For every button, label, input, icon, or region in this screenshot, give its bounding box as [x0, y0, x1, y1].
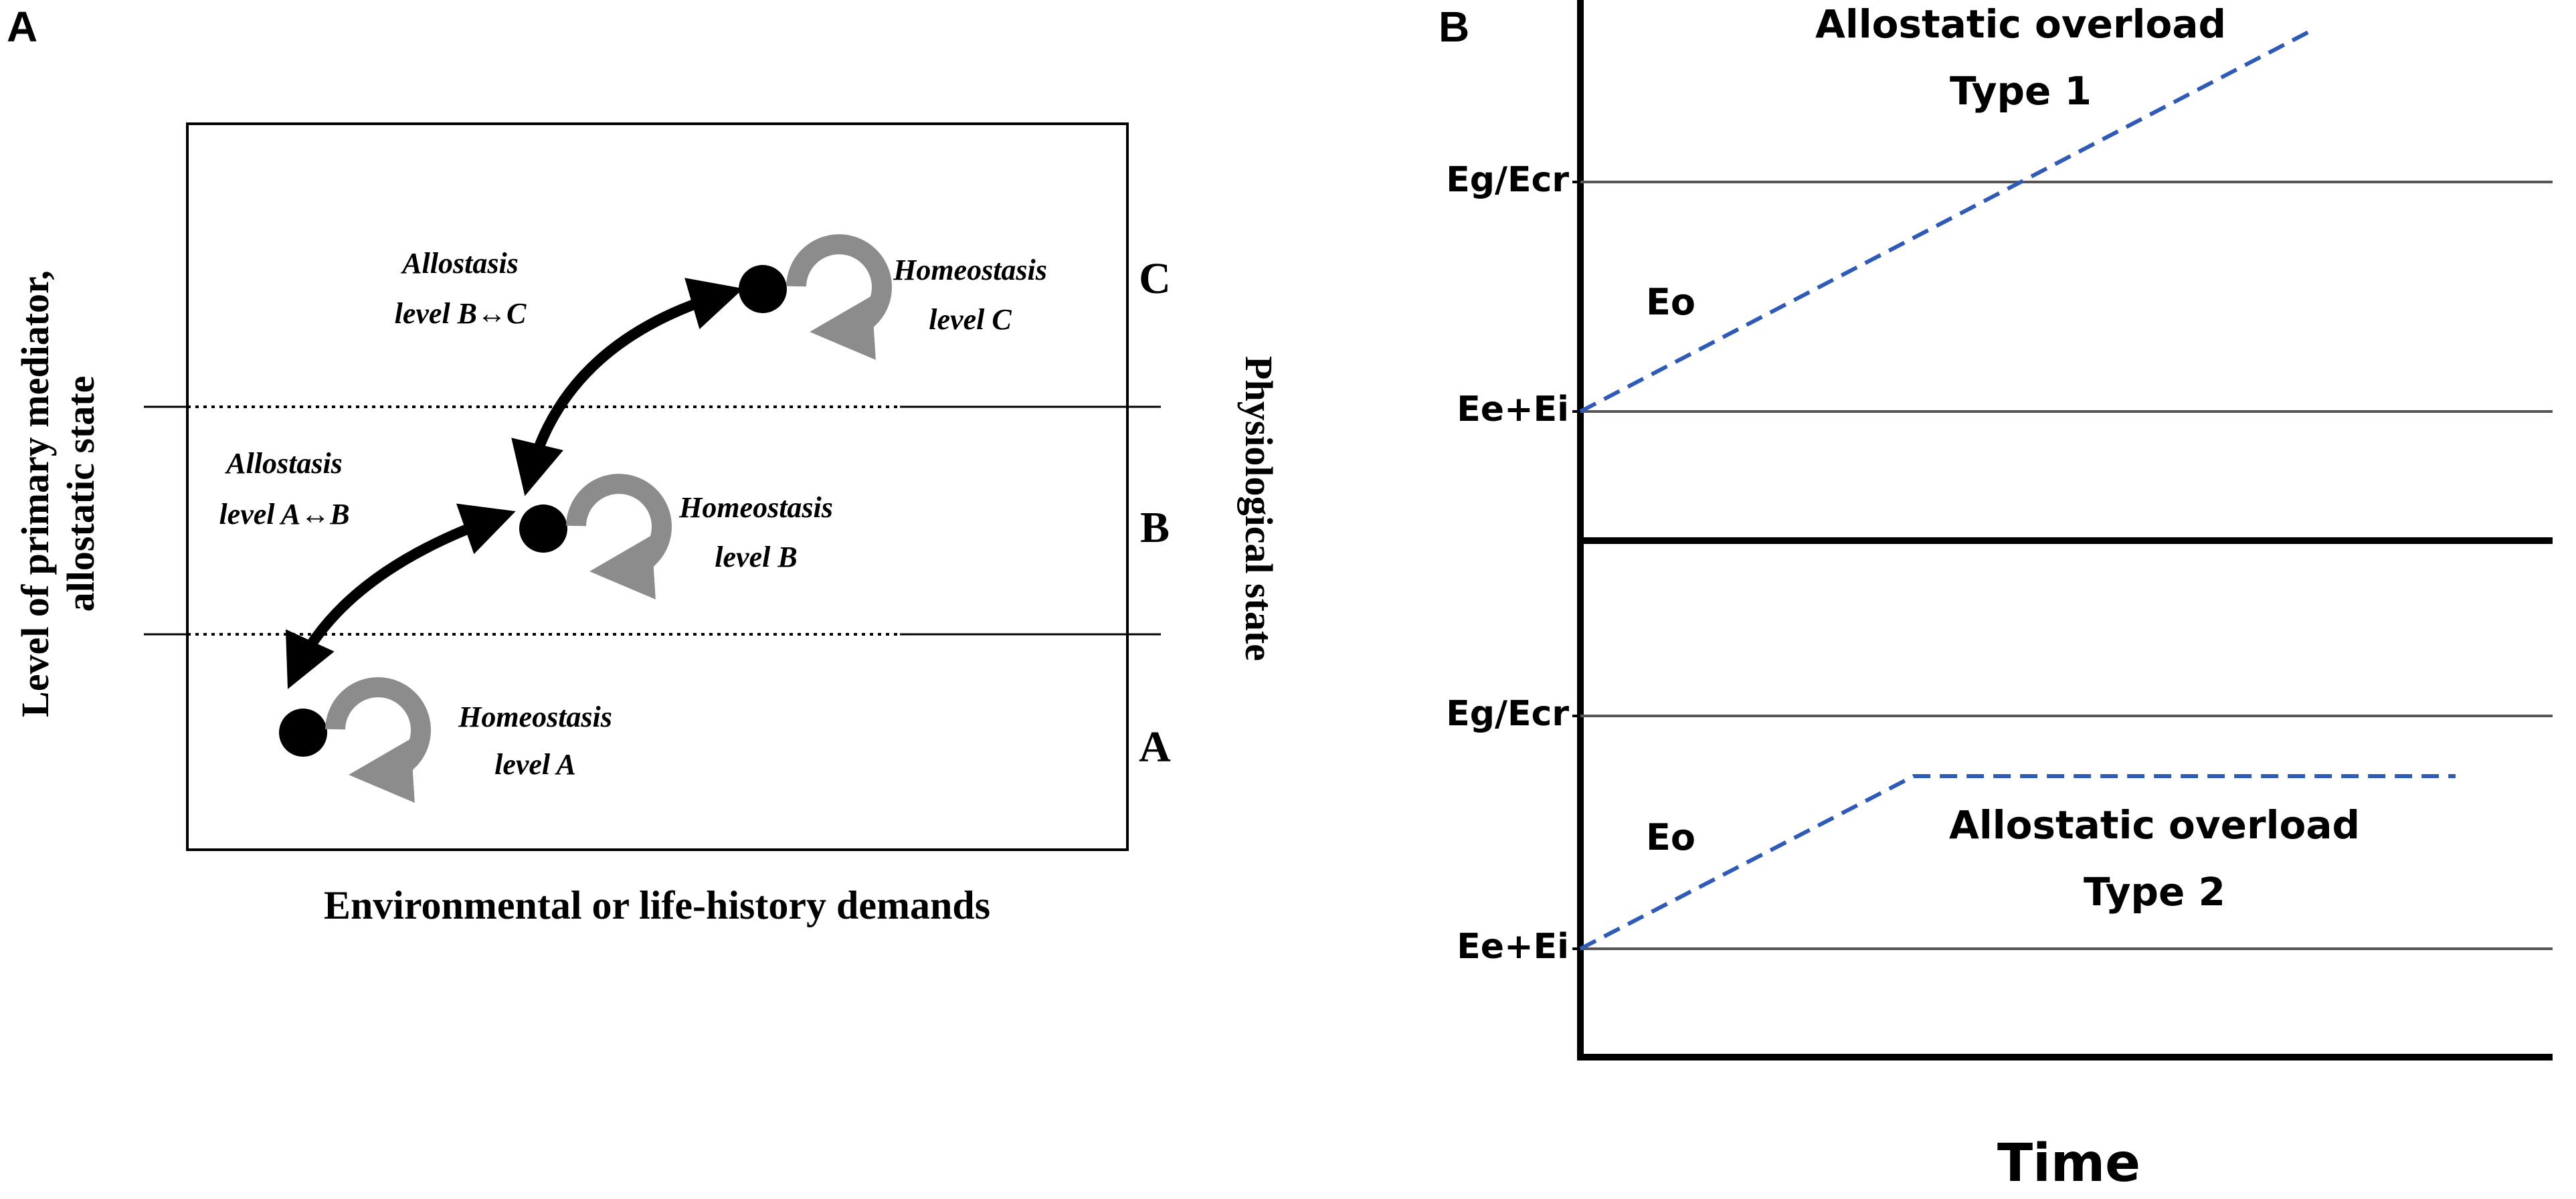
level-b-letter: B: [1140, 503, 1170, 552]
y-axis-label-line2: allostatic state: [59, 376, 102, 612]
x-axis-label: Environmental or life-history demands: [324, 883, 990, 927]
state-dot-b: [519, 504, 567, 553]
homeostasis-b-line1: Homeostasis: [678, 491, 833, 524]
allostasis-ab-line2: level A↔B: [219, 498, 349, 531]
homeostasis-cycle-c-icon: [786, 234, 892, 360]
top-eg-ecr-label: Eg/Ecr: [1446, 160, 1569, 200]
type2-title-line2: Type 2: [2084, 869, 2225, 915]
type1-title-line1: Allostatic overload: [1815, 1, 2226, 47]
time-axis-label: Time: [1997, 1133, 2140, 1194]
homeostasis-a-line2: level A: [494, 748, 576, 781]
homeostasis-b-line2: level B: [715, 541, 797, 573]
homeostasis-cycle-b-icon: [566, 474, 672, 600]
eo-curve-type1: [1579, 30, 2310, 413]
top-ee-ei-label: Ee+Ei: [1457, 389, 1569, 430]
panel-a-letter: A: [7, 3, 37, 51]
state-dot-a: [279, 709, 327, 757]
allostasis-arrow-bc: [511, 278, 744, 496]
homeostasis-a-line1: Homeostasis: [458, 701, 612, 733]
top-eo-label: Eo: [1646, 281, 1695, 323]
right-axis-label: Physiological state: [1237, 356, 1281, 661]
homeostasis-c-line1: Homeostasis: [893, 254, 1047, 286]
panel-b: B Eg/Ecr Ee+Ei Eg/Ecr Ee+Ei Eo Eo Allost…: [1439, 0, 2553, 1194]
panel-b-letter: B: [1439, 3, 1469, 51]
bottom-eg-ecr-label: Eg/Ecr: [1446, 694, 1569, 734]
homeostasis-c-line2: level C: [929, 303, 1012, 336]
type1-title-line2: Type 1: [1950, 68, 2092, 114]
homeostasis-cycle-a-icon: [325, 677, 431, 803]
allostasis-ab-line1: Allostasis: [224, 447, 343, 480]
allostasis-bc-line1: Allostasis: [400, 247, 519, 280]
y-axis-label-line1: Level of primary mediator,: [13, 270, 57, 717]
level-a-letter: A: [1139, 723, 1171, 771]
allostasis-arrow-ab: [285, 503, 516, 689]
state-dot-c: [739, 265, 787, 313]
bottom-eo-label: Eo: [1646, 816, 1695, 858]
bottom-ee-ei-label: Ee+Ei: [1457, 927, 1569, 967]
eo-curve-type2: [1579, 774, 2456, 951]
type2-title-line1: Allostatic overload: [1949, 802, 2360, 848]
panel-a-frame: [186, 122, 1129, 851]
allostasis-bc-line2: level B↔C: [395, 297, 527, 330]
level-c-letter: C: [1139, 254, 1171, 303]
panel-a: A Level of primary mediator, allostatic …: [7, 3, 1281, 927]
